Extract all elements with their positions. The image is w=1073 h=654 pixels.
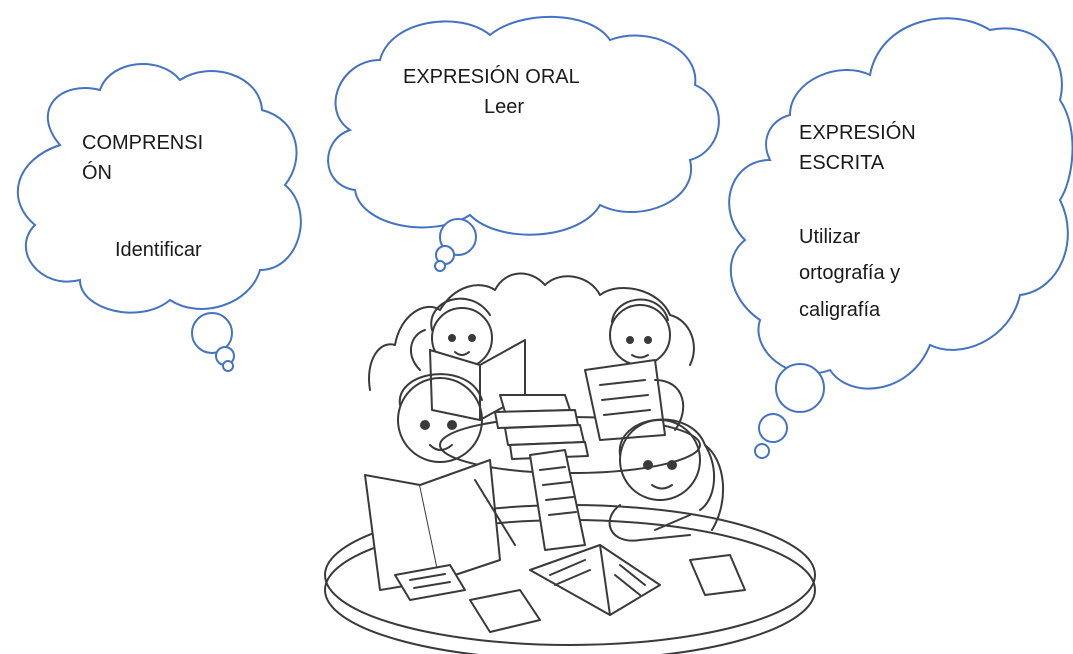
note-card bbox=[689, 554, 746, 596]
child-top-right bbox=[584, 298, 685, 441]
thought-bubble-medium bbox=[758, 413, 788, 443]
thought-bubble-small bbox=[754, 443, 770, 459]
expresion-escrita-detail-line-1: Utilizar bbox=[799, 226, 861, 248]
expresion-escrita-title-line-1: EXPRESIÓN bbox=[799, 122, 916, 144]
child-bottom-right bbox=[529, 418, 725, 551]
cloud-expresion-oral bbox=[327, 15, 720, 272]
table-items bbox=[394, 544, 746, 633]
loose-paper bbox=[394, 564, 466, 601]
comprension-detail: Identificar bbox=[115, 239, 202, 261]
children-reading-illustration bbox=[324, 272, 816, 654]
expresion-oral-detail: Leer bbox=[484, 96, 525, 118]
expresion-escrita-detail-line-3: caligrafía bbox=[799, 299, 881, 321]
expresion-escrita-title-line-2: ESCRITA bbox=[799, 152, 885, 174]
book-stack bbox=[494, 394, 589, 460]
writing-sheet bbox=[529, 449, 586, 551]
cloud-expresion-escrita bbox=[728, 17, 1073, 459]
bushes-outline bbox=[368, 272, 695, 391]
comprension-title-line-2: ÓN bbox=[82, 162, 112, 184]
cloud-comprension bbox=[16, 63, 302, 372]
expresion-oral-title: EXPRESIÓN ORAL bbox=[403, 66, 580, 88]
thought-bubble-small bbox=[222, 360, 234, 372]
comprension-title-line-1: COMPRENSI bbox=[82, 132, 204, 154]
paper-sheet bbox=[584, 359, 666, 441]
open-notebook bbox=[529, 544, 661, 616]
expresion-escrita-detail-line-2: ortografía y bbox=[799, 262, 901, 284]
thought-bubble-large bbox=[191, 312, 233, 354]
thought-bubble-large bbox=[775, 363, 825, 413]
child-bottom-left bbox=[364, 373, 516, 591]
closed-book bbox=[469, 589, 541, 633]
thought-bubble-small bbox=[434, 260, 446, 272]
